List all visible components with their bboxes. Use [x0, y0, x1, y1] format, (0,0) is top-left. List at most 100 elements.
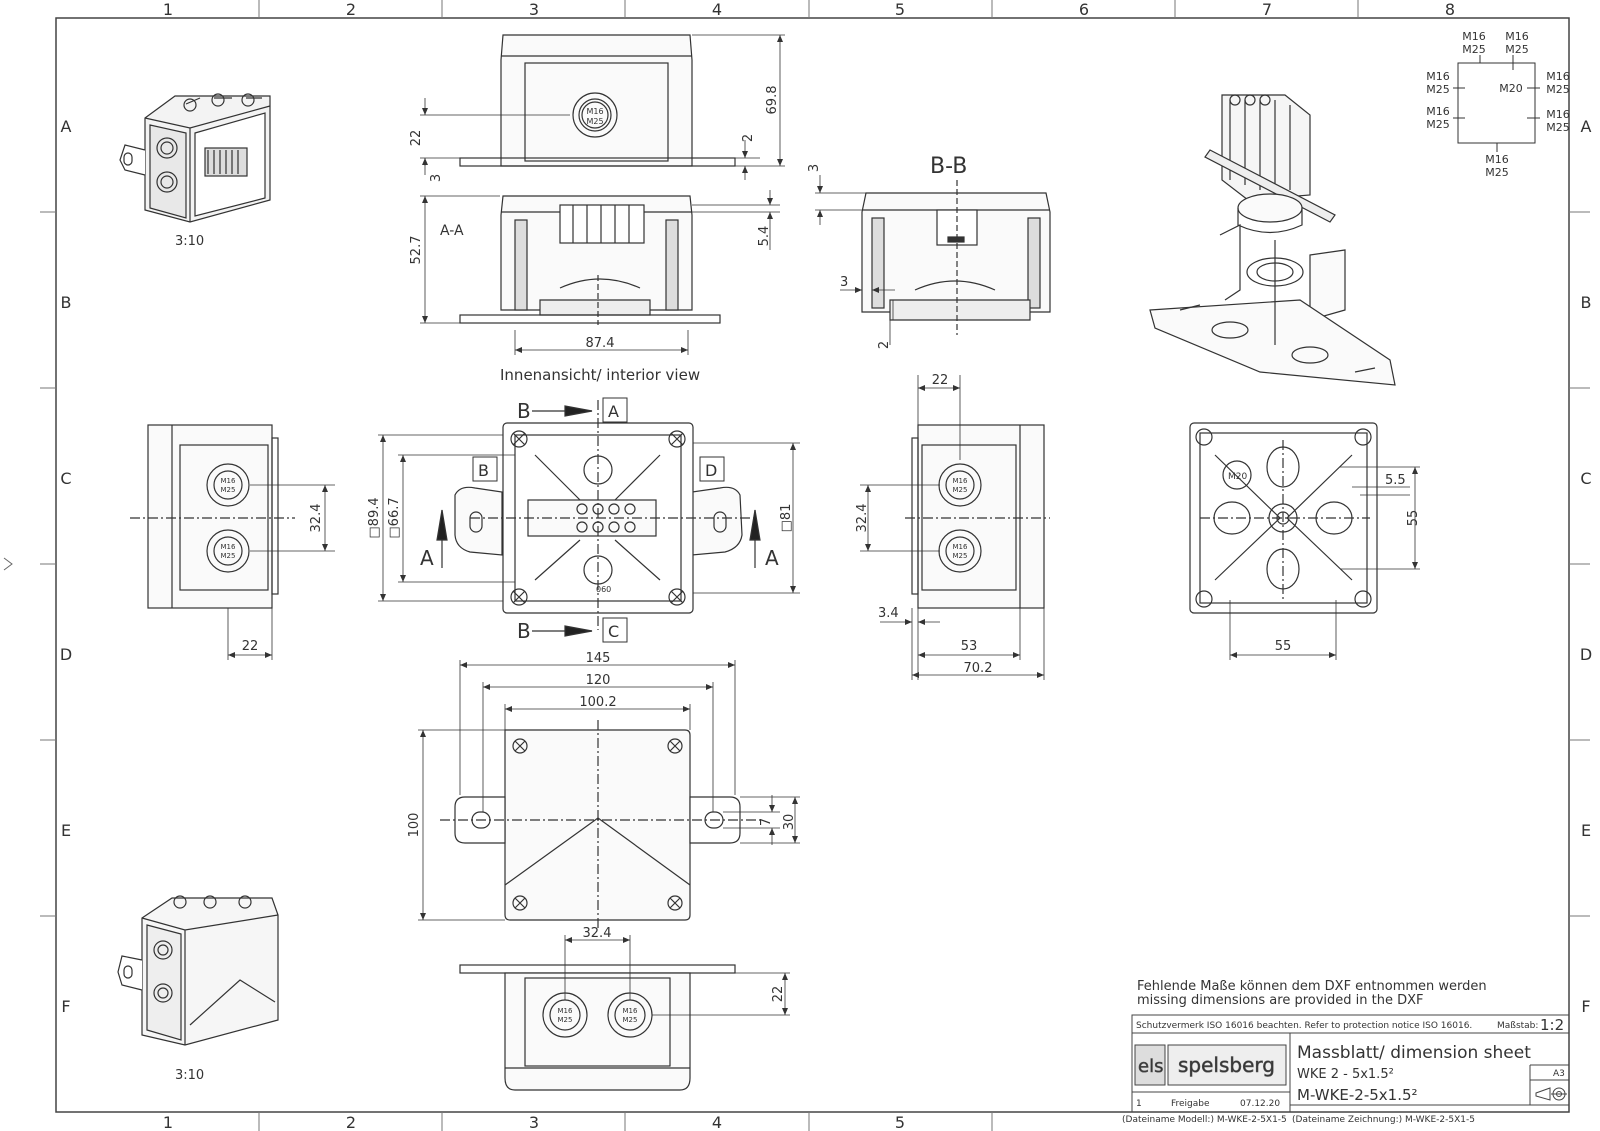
drawing-filename: (Dateiname Zeichnung:) M-WKE-2-5X1-5: [1292, 1115, 1475, 1125]
grid-row-d-right: D: [1580, 645, 1592, 664]
marker-a-right: A: [765, 546, 779, 570]
logo-spelsberg: spelsberg: [1178, 1053, 1275, 1077]
diagram-entry-6-bottom: M25: [1546, 83, 1570, 96]
diagram-entry-2-top: M16: [1505, 30, 1529, 43]
gland-text-m25: M25: [586, 117, 603, 126]
projection-symbol: [1535, 1087, 1567, 1101]
sheet-format: A3: [1553, 1069, 1565, 1079]
dim-69-8: 69.8: [765, 86, 780, 115]
marker-b-left: B: [478, 461, 489, 480]
grid-col-2-bottom: 2: [346, 1113, 356, 1131]
dim-22-left: 22: [242, 639, 259, 654]
dim-81: □81: [779, 504, 794, 533]
section-bb-label: B-B: [930, 154, 967, 179]
iso-view-bottom: [117, 895, 279, 1046]
grid-col-4: 4: [712, 0, 722, 19]
gland-label-2-bottom: M25: [221, 552, 236, 560]
dim-89-4: □89.4: [367, 497, 382, 538]
grid-ticks: [40, 0, 1590, 1131]
exploded-view: [1149, 94, 1396, 386]
grid-row-b: B: [61, 293, 72, 312]
note-line-de: Fehlende Maße können dem DXF entnommen w…: [1137, 979, 1487, 994]
gland-label-6-top: M16: [623, 1007, 638, 1015]
section-markers: B A B D A A B C: [420, 397, 779, 643]
grid-col-4-bottom: 4: [712, 1113, 722, 1131]
gland-label-6-bottom: M25: [623, 1016, 638, 1024]
marker-c-box: C: [608, 622, 619, 641]
release-date: 07.12.20: [1240, 1099, 1280, 1109]
dim-32-4-bottom: 32.4: [583, 926, 612, 941]
title-block: [1131, 1014, 1570, 1113]
note-line-en: missing dimensions are provided in the D…: [1137, 993, 1424, 1008]
model-filename: (Dateiname Modell:) M-WKE-2-5X1-5: [1122, 1115, 1287, 1125]
diagram-entry-8-top: M16: [1485, 153, 1509, 166]
dims-section-aa: [420, 190, 780, 355]
dim-7: 7: [759, 818, 774, 826]
dims-front-bottom: [564, 935, 790, 1016]
grid-row-a-right: A: [1581, 117, 1592, 136]
product-name: WKE 2 - 5x1.5²: [1297, 1067, 1394, 1082]
dim-66-7: □66.7: [387, 497, 402, 538]
side-view-right: [905, 424, 1050, 609]
dims-front-top: [420, 34, 785, 180]
dims-side-right: [860, 375, 1045, 680]
dim-55-v: 55: [1406, 510, 1421, 527]
grid-col-5: 5: [895, 0, 905, 19]
grid-col-2: 2: [346, 0, 356, 19]
marker-a-box: A: [608, 402, 619, 421]
scale-label: Maßstab:: [1497, 1021, 1538, 1031]
section-bb: [861, 180, 1051, 335]
gland-label-5-bottom: M25: [558, 1016, 573, 1024]
diagram-entry-7-bottom: M25: [1546, 121, 1570, 134]
dim-53: 53: [961, 639, 978, 654]
section-aa: [459, 195, 721, 325]
section-arrows: [436, 405, 761, 637]
dim-22-front: 22: [409, 130, 424, 147]
dim-3-bb: 3: [840, 275, 848, 290]
gland-label-4-bottom: M25: [953, 552, 968, 560]
logo-els: els: [1138, 1056, 1163, 1077]
grid-col-3-bottom: 3: [529, 1113, 539, 1131]
diagram-entry-7-top: M16: [1546, 108, 1570, 121]
gland-label-3-bottom: M25: [953, 486, 968, 494]
dim-55-h: 55: [1275, 639, 1292, 654]
diagram-entry-1-top: M16: [1462, 30, 1486, 43]
dim-22-right: 22: [932, 373, 949, 388]
diagram-entry-5-bottom: M25: [1426, 118, 1450, 131]
gland-layout-diagram: [1453, 55, 1540, 152]
grid-row-c-right: C: [1580, 469, 1591, 488]
dims-top-view-lid: [418, 660, 800, 921]
release-status: Freigabe: [1171, 1099, 1210, 1109]
dim-145: 145: [586, 651, 611, 666]
grid-row-f-right: F: [1581, 997, 1590, 1016]
grid-col-5-bottom: 5: [895, 1113, 905, 1131]
grid-col-3: 3: [529, 0, 539, 19]
diagram-entry-3-top: M16: [1426, 70, 1450, 83]
diagram-entry-1-bottom: M25: [1462, 43, 1486, 56]
diagram-entry-5-top: M16: [1426, 105, 1450, 118]
dim-3-4: 3.4: [878, 606, 899, 621]
dim-30: 30: [782, 814, 797, 831]
gland-label-3-top: M16: [953, 477, 968, 485]
marker-d-right: D: [705, 461, 717, 480]
dims-bottom-view: [1229, 466, 1420, 660]
interior-view: [454, 400, 755, 630]
protection-notice: Schutzvermerk ISO 16016 beachten. Refer …: [1136, 1021, 1472, 1031]
interior-marking: 060: [596, 585, 611, 594]
dim-22-bottom: 22: [771, 986, 786, 1003]
iso-scale-top: 3:10: [175, 234, 204, 249]
dim-100-2: 100.2: [579, 695, 616, 710]
gland-label-2-top: M16: [221, 543, 236, 551]
gland-front-top: M16 M25: [586, 107, 603, 126]
front-view-top: [459, 34, 736, 167]
dim-87-4: 87.4: [586, 336, 615, 351]
interior-caption: Innenansicht/ interior view: [500, 366, 700, 384]
grid-row-e-right: E: [1581, 821, 1591, 840]
dim-3-front: 3: [429, 174, 444, 182]
gland-text-m16: M16: [586, 107, 603, 116]
bottom-view-m20: M20: [1228, 472, 1247, 482]
front-view-bottom: [459, 964, 736, 1091]
revision-index: 1: [1136, 1099, 1142, 1109]
diagram-entry-8-bottom: M25: [1485, 166, 1509, 179]
dim-100: 100: [407, 813, 422, 838]
